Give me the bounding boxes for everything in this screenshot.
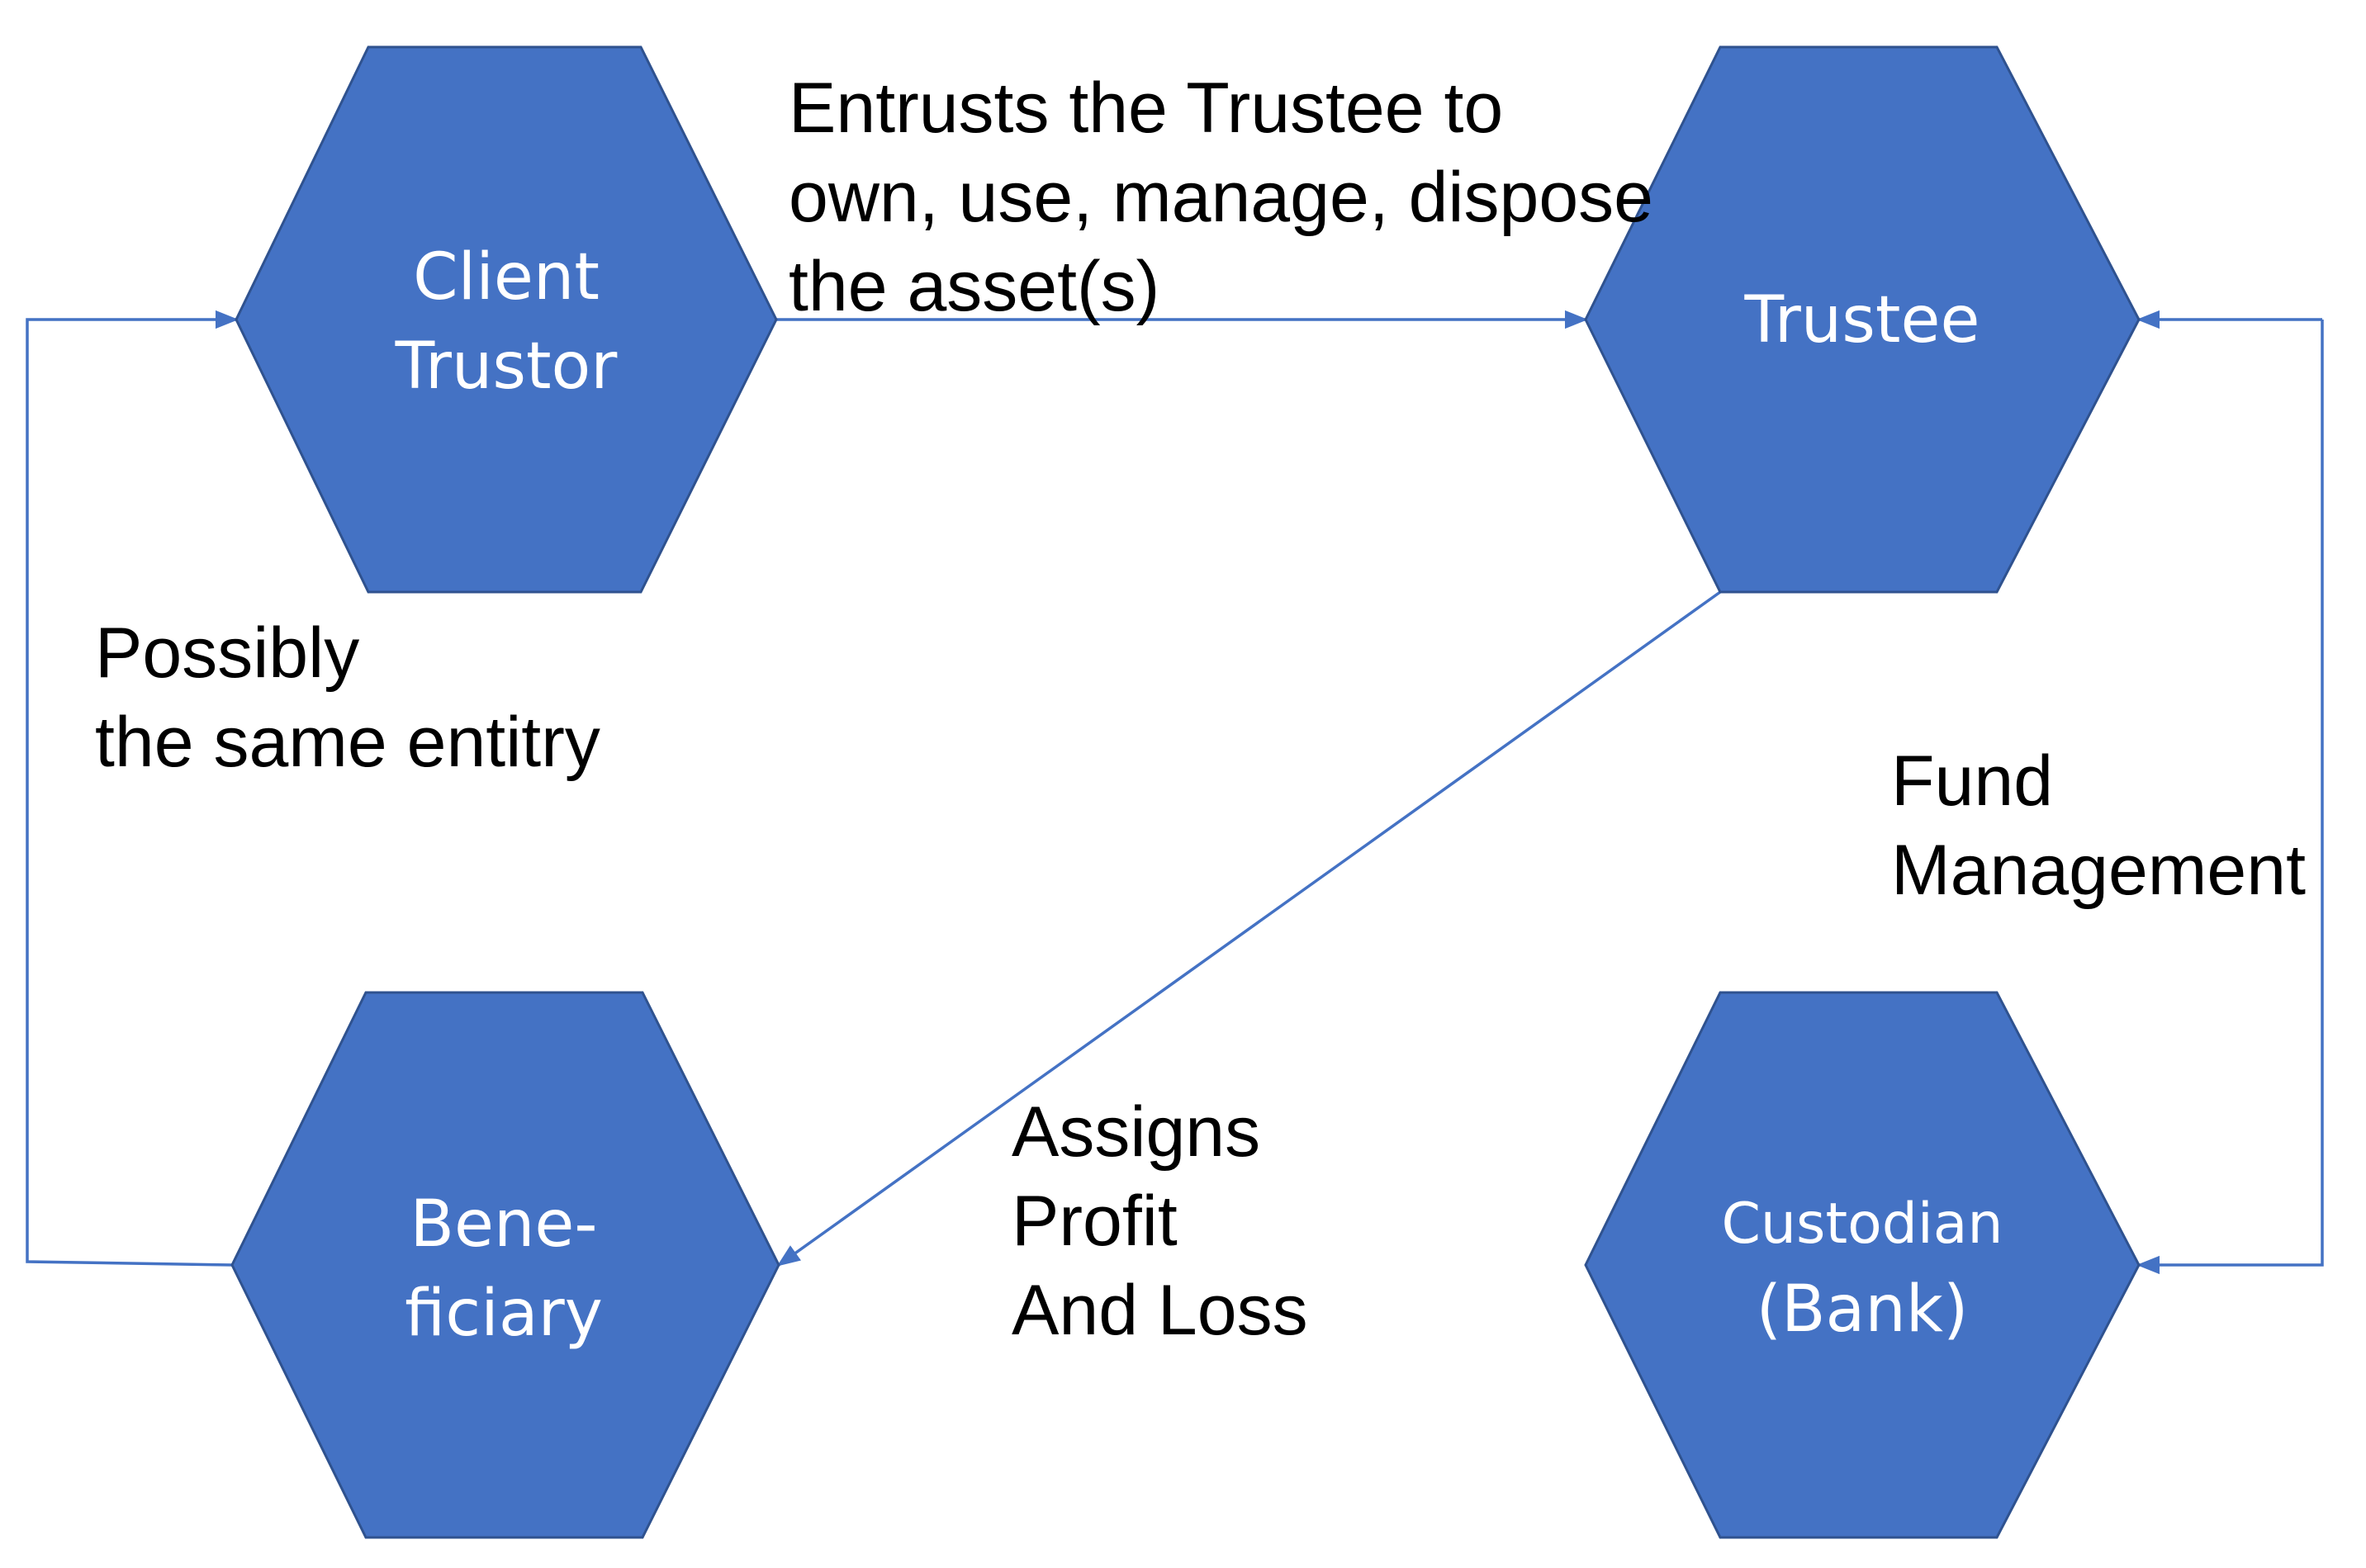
node-label-line2: (Bank) (1757, 1272, 1969, 1347)
node-label-line1: Custodian (1721, 1191, 2003, 1257)
node-label-line2: ficiary (405, 1277, 603, 1351)
edge-label-line1: Possibly (95, 613, 359, 693)
node-label-line2: Trustor (395, 329, 619, 404)
edge-label-line2: own, use, manage, dispose (789, 158, 1653, 237)
edge-label-line1: Entrusts the Trustee to (789, 69, 1503, 148)
node-label-line1: Bene- (410, 1187, 597, 1262)
edge-label-entrusts: Entrusts the Trustee to own, use, manage… (789, 69, 1653, 326)
edge-label-line2: Management (1891, 831, 2306, 910)
node-beneficiary: Bene- ficiary (230, 991, 780, 1539)
node-client-trustor: Client Trustor (235, 45, 778, 594)
edge-label-line2: the same entitry (95, 703, 600, 782)
connector-custodian-to-trustee (2136, 320, 2324, 1275)
node-label-line1: Client (413, 240, 600, 315)
edge-label-line2: Profit (1012, 1182, 1178, 1261)
connector-beneficiary-to-trustor (26, 310, 239, 1267)
edge-label-same-entity: Possibly the same entitry (95, 613, 600, 782)
hexagon-shape (1584, 45, 2141, 594)
edge-label-assigns: Assigns Profit And Loss (1012, 1092, 1308, 1350)
edge-label-line1: Assigns (1012, 1092, 1260, 1172)
edge-label-line3: the asset(s) (789, 247, 1159, 326)
node-label-line1: Trustee (1744, 283, 1980, 358)
edge-label-fund-management: Fund Management (1891, 741, 2306, 910)
hexagon-shape (230, 991, 780, 1539)
edge-label-line1: Fund (1891, 741, 2053, 821)
connector-trustee-to-beneficiary (776, 590, 1722, 1267)
node-trustee: Trustee (1584, 45, 2141, 594)
hexagon-shape (235, 45, 778, 594)
node-custodian: Custodian (Bank) (1584, 991, 2141, 1539)
hexagon-shape (1584, 991, 2141, 1539)
edge-label-line3: And Loss (1012, 1271, 1308, 1350)
